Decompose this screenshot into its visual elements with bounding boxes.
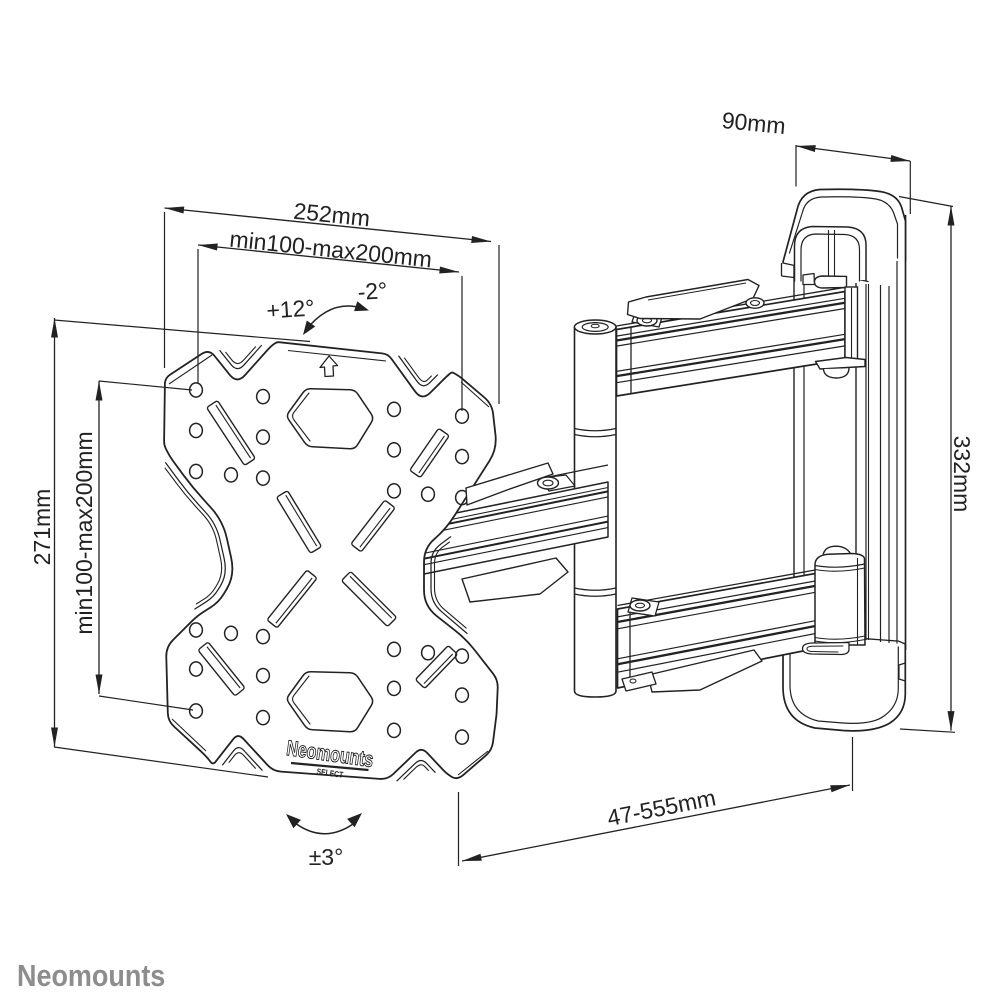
svg-text:271mm: 271mm — [29, 489, 55, 566]
svg-text:90mm: 90mm — [721, 107, 787, 139]
svg-text:SELECT: SELECT — [316, 766, 344, 780]
svg-text:Neomounts: Neomounts — [17, 959, 165, 993]
svg-text:±3°: ±3° — [309, 844, 344, 870]
svg-text:+12°: +12° — [265, 294, 315, 323]
svg-text:-2°: -2° — [357, 277, 388, 305]
svg-text:332mm: 332mm — [949, 436, 975, 513]
svg-text:min100-max200mm: min100-max200mm — [71, 431, 97, 634]
